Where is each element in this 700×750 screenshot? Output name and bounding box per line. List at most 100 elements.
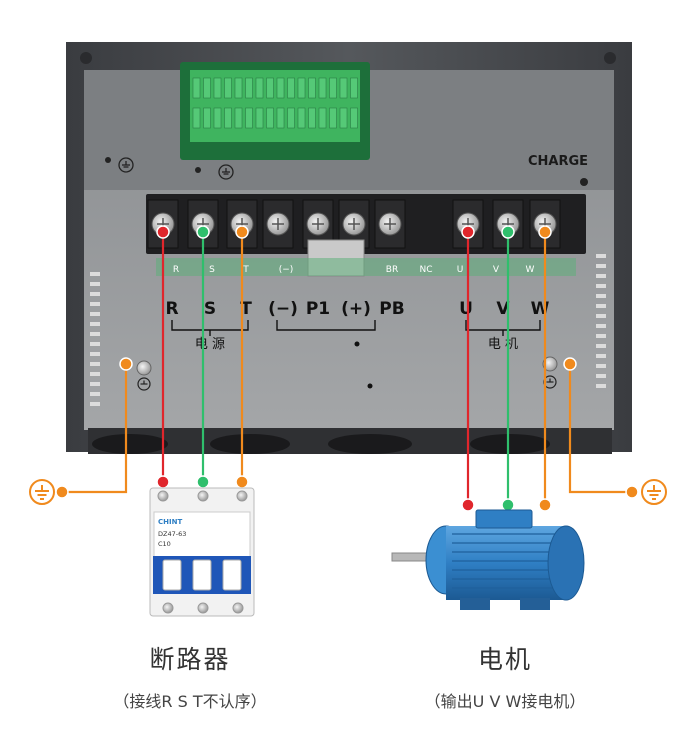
control-pin [308,107,316,129]
ground-screw-left [136,360,152,376]
motor [391,509,585,610]
dc-bracket [276,320,376,331]
vent-slot [90,362,100,366]
vent-slot [90,342,100,346]
vent-slots [90,254,606,406]
breaker-note: （接线R S T不认序） [113,692,267,711]
control-pin [339,77,348,99]
vent-slot [596,384,606,388]
control-pin [276,107,285,129]
wires [62,232,632,505]
vent-slot [596,344,606,348]
vent-slot [596,354,606,358]
breaker-model: DZ47-63 [158,530,186,538]
ground-icon [218,164,234,180]
corner-screw-icon [80,52,92,64]
terminal-label: R [165,299,178,319]
control-pin [224,77,232,99]
control-pin [276,77,285,99]
control-pin [203,107,211,129]
strip-label: V [493,265,500,275]
ground-icon [118,157,134,173]
vent-slot [596,294,606,298]
control-pin [318,107,327,129]
control-pin [224,107,232,129]
terminal-label: (−) [268,299,298,319]
strip-label: S [209,265,215,275]
vent-slot [90,402,100,406]
control-pin [318,77,327,99]
control-pin [266,107,274,129]
ground-screw-right [542,356,558,372]
control-board [180,62,370,160]
control-pin [287,77,295,99]
control-pin [329,77,337,99]
terminal-label: (+) [341,299,371,319]
motor-foot [460,598,490,610]
control-pin [234,77,243,99]
vent-slot [596,314,606,318]
cable-gland [210,434,290,454]
motor-fan-cover [547,525,585,601]
mount-hole [195,167,201,173]
motor-foot [520,598,550,610]
vent-slot [596,374,606,378]
motor-note: （输出U V W接电机） [424,692,586,711]
charge-label: CHARGE [528,154,588,169]
control-pin [213,107,222,129]
vent-slot [90,322,100,326]
vent-slot [596,284,606,288]
terminal-label: T [240,299,252,319]
breaker-toggle [192,559,212,591]
control-pin [297,77,306,99]
strip-label: NC [419,265,432,275]
vent-slot [90,382,100,386]
power-group-label: 电 源 [195,337,225,352]
wire-ground-right [568,364,632,494]
strip-label: BR [386,265,398,275]
circuit-breaker: CHINT DZ47-63 C10 [149,487,255,617]
cable-gland [92,434,168,454]
control-pin [192,107,201,129]
motor-title: 电机 [477,645,532,674]
ground-icon [29,479,55,505]
vent-slot [596,264,606,268]
breaker-toggle [162,559,182,591]
control-pin [245,107,253,129]
control-pin [255,107,264,129]
vent-slot [90,282,100,286]
breaker-toggle [222,559,242,591]
control-pin [192,77,201,99]
motor-junction-box [475,509,533,529]
breaker-label-area [153,511,251,559]
control-pin [245,77,253,99]
mount-hole [105,157,111,163]
strip-label: W [526,265,535,275]
control-pin [203,77,211,99]
control-pin [287,107,295,129]
vent-slot [90,302,100,306]
vent-slot [90,392,100,396]
terminal-label: P1 [306,299,330,319]
vent-slot [90,332,100,336]
vent-slot [596,364,606,368]
vent-slot [596,324,606,328]
terminal-label: W [531,299,550,319]
cable-gland [470,434,550,454]
breaker-rating: C10 [158,540,171,548]
control-pin [329,107,337,129]
control-pin [266,77,274,99]
vent-slot [90,352,100,356]
terminal-label: S [204,299,216,319]
motor-fins [452,533,560,589]
control-pin [350,107,358,129]
control-pin [350,77,358,99]
terminal-label-strip [156,258,576,276]
vent-slot [90,292,100,296]
control-terminal-pins [192,77,358,129]
control-pin [297,107,306,129]
control-pin [308,77,316,99]
